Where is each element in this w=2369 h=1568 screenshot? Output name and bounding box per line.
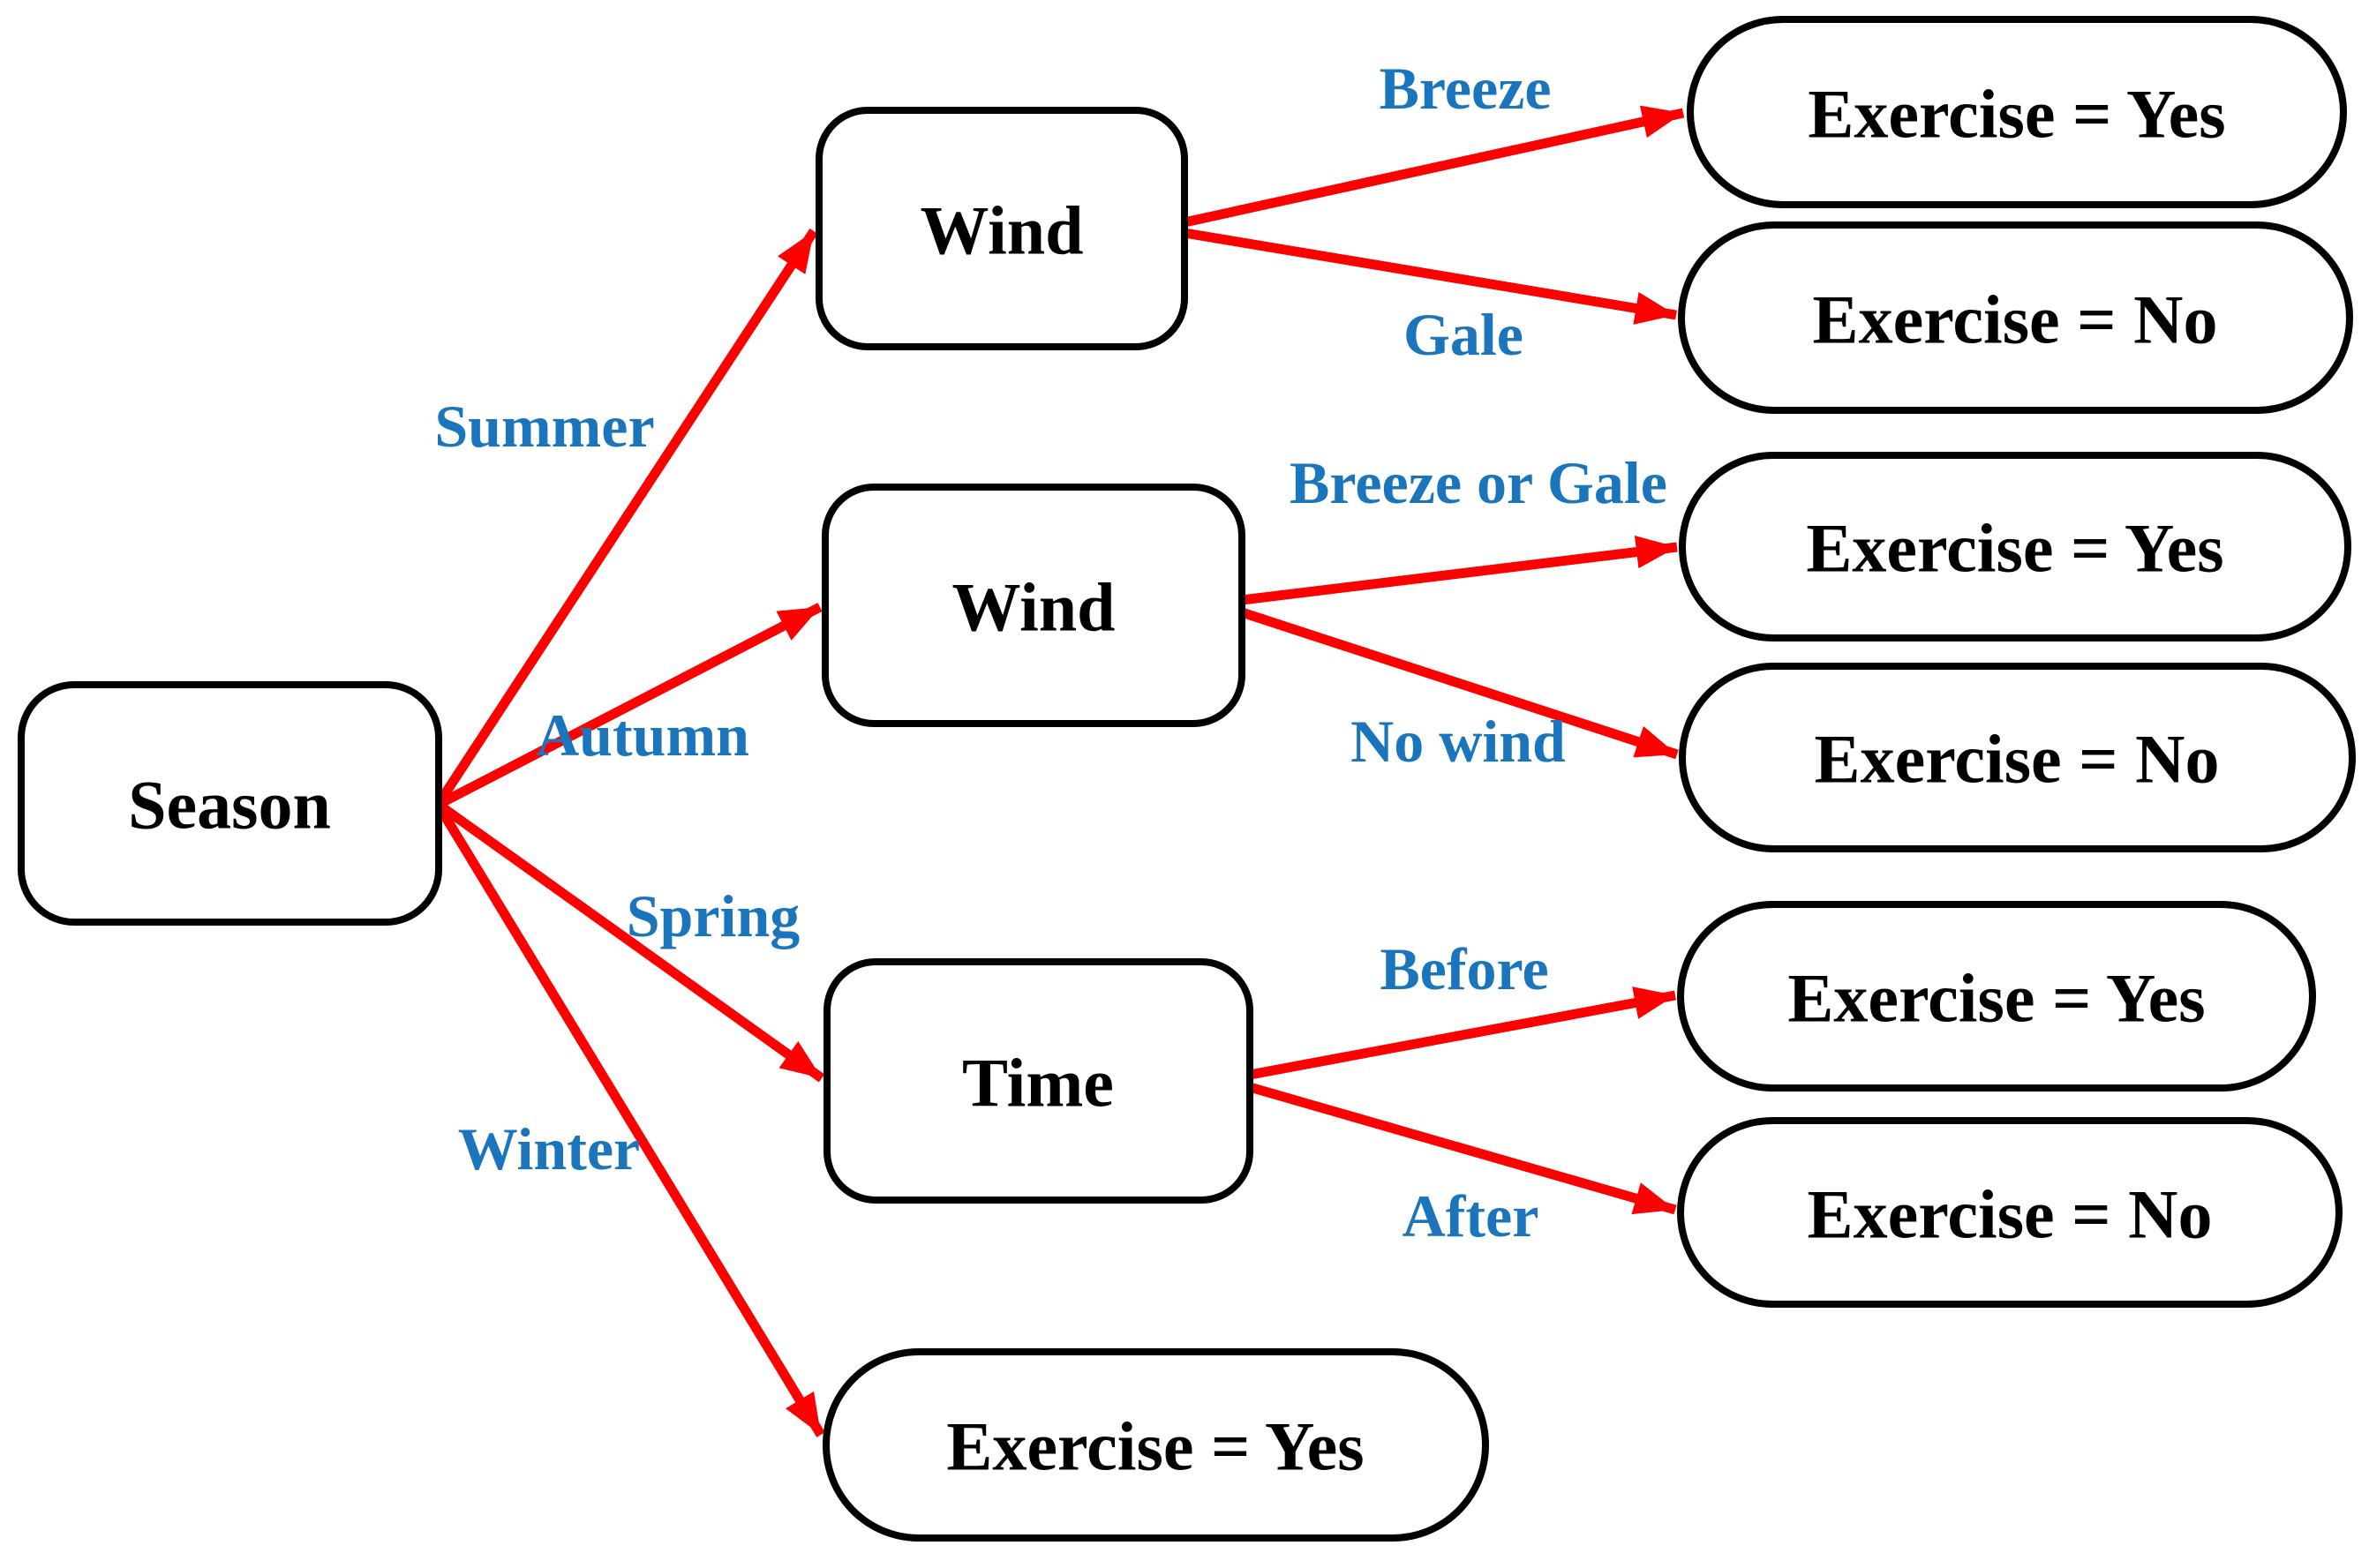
leaf-spring-before: Exercise = Yes [1677, 901, 2316, 1092]
edge-label-autumn: Autumn [536, 701, 749, 769]
leaf-winter: Exercise = Yes [823, 1348, 1489, 1542]
leaf-summer-breeze: Exercise = Yes [1687, 16, 2347, 208]
edge-label-breeze-or-gale: Breeze or Gale [1290, 449, 1667, 516]
leaf-autumn-wind-box [1679, 452, 2351, 641]
node-wind-summer-label: Wind [920, 192, 1083, 269]
leaf-winter-box [823, 1348, 1489, 1542]
edge-label-summer: Summer [434, 393, 654, 460]
node-wind-autumn-box [822, 484, 1245, 727]
edge-label-spring: Spring [627, 882, 801, 949]
node-wind-summer-box [816, 107, 1188, 350]
edge-labels-layer: Summer Autumn Spring Winter Breeze Gale … [434, 55, 1667, 1249]
node-season-label: Season [128, 767, 331, 844]
node-season: Season [18, 681, 442, 926]
leaf-spring-after-box [1677, 1117, 2343, 1308]
leaf-autumn-wind: Exercise = Yes [1679, 452, 2351, 641]
edge-wind1-gale [1184, 228, 1677, 325]
edge-label-breeze: Breeze [1379, 55, 1551, 122]
edge-label-no-wind: No wind [1350, 708, 1566, 775]
edge-wind2-no-wind [1240, 607, 1679, 760]
leaf-spring-before-box [1677, 901, 2316, 1092]
leaf-spring-before-label: Exercise = Yes [1787, 960, 2205, 1037]
leaf-autumn-nowind: Exercise = No [1679, 663, 2356, 852]
edge-season-spring [438, 802, 825, 1083]
node-wind-summer: Wind [816, 107, 1188, 350]
leaf-autumn-nowind-label: Exercise = No [1815, 721, 2220, 798]
edge-season-autumn [439, 603, 823, 807]
edge-wind2-breeze-or-gale [1241, 536, 1678, 605]
leaf-summer-gale-box [1678, 221, 2353, 414]
leaf-autumn-wind-label: Exercise = Yes [1806, 510, 2223, 587]
nodes-layer: Season Wind Wind Time Exercise = Yes Exe… [18, 16, 2356, 1542]
leaf-summer-gale-label: Exercise = No [1813, 281, 2218, 358]
node-time-spring-box [824, 958, 1253, 1204]
leaf-autumn-nowind-box [1679, 663, 2356, 852]
node-time-spring-label: Time [962, 1045, 1114, 1122]
edge-season-winter [437, 807, 825, 1437]
node-season-box [18, 681, 442, 926]
edge-label-before: Before [1380, 935, 1548, 1002]
edge-label-gale: Gale [1403, 301, 1523, 368]
leaf-summer-breeze-box [1687, 16, 2347, 208]
edge-label-after: After [1403, 1182, 1539, 1249]
leaf-summer-breeze-label: Exercise = Yes [1808, 76, 2225, 153]
leaf-spring-after-label: Exercise = No [1808, 1176, 2213, 1253]
edges-layer [437, 105, 1685, 1437]
leaf-winter-label: Exercise = Yes [946, 1408, 1364, 1485]
node-time-spring: Time [824, 958, 1253, 1204]
node-wind-autumn: Wind [822, 484, 1245, 727]
edge-time-before [1248, 987, 1677, 1080]
edge-label-winter: Winter [458, 1115, 641, 1182]
edge-wind1-breeze [1183, 105, 1685, 228]
leaf-summer-gale: Exercise = No [1678, 221, 2353, 414]
node-wind-autumn-label: Wind [951, 569, 1115, 646]
edge-time-after [1248, 1082, 1677, 1215]
edge-season-summer [437, 228, 818, 803]
leaf-spring-after: Exercise = No [1677, 1117, 2343, 1308]
